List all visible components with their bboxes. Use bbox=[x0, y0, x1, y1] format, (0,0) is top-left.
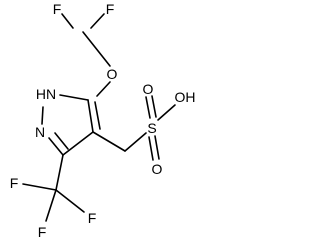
bond-n2-c3 bbox=[48, 137, 64, 156]
atom-o-sulfonyl-top: O bbox=[143, 81, 154, 97]
atom-f4: F bbox=[88, 210, 97, 226]
bond-cf2-o bbox=[82, 31, 111, 67]
bond-n2-c3-double bbox=[54, 132, 69, 150]
atom-f3: F bbox=[10, 175, 19, 191]
bond-c3-c4 bbox=[62, 131, 94, 156]
bond-c3-cf3 bbox=[55, 154, 64, 191]
bond-n1-n2 bbox=[41, 106, 44, 125]
bond-f2-cf2 bbox=[90, 13, 105, 29]
bond-s-o-top-b bbox=[151, 95, 157, 118]
atom-s: S bbox=[147, 120, 156, 136]
bond-n1-c5 bbox=[59, 94, 89, 101]
bond-c4-ch2 bbox=[92, 131, 126, 152]
bond-s-o-top-a bbox=[145, 96, 151, 119]
atom-f1: F bbox=[53, 1, 62, 17]
chemical-structure: F F O HN N S OH O O F F F bbox=[10, 1, 196, 240]
bond-c4-c5-double bbox=[94, 101, 101, 130]
bond-c4-c5 bbox=[87, 99, 94, 133]
bond-s-o-bottom-b bbox=[154, 135, 160, 160]
bond-ch2-s bbox=[124, 132, 147, 152]
atom-n: N bbox=[35, 124, 45, 140]
bond-cf3-f3 bbox=[22, 183, 57, 191]
bond-s-oh bbox=[157, 104, 176, 121]
bond-f1-cf2 bbox=[61, 13, 74, 29]
atom-f5: F bbox=[38, 224, 47, 240]
atom-o-ether: O bbox=[107, 66, 118, 82]
atom-o-sulfonyl-bottom: O bbox=[152, 161, 163, 177]
bond-cf3-f5 bbox=[45, 189, 57, 222]
atom-nh: HN bbox=[36, 86, 56, 102]
atom-f2: F bbox=[106, 1, 115, 17]
bond-cf3-f4 bbox=[55, 189, 85, 213]
atom-oh: OH bbox=[175, 89, 196, 105]
bond-o-c5 bbox=[96, 81, 111, 97]
bond-s-o-bottom-a bbox=[148, 136, 154, 161]
